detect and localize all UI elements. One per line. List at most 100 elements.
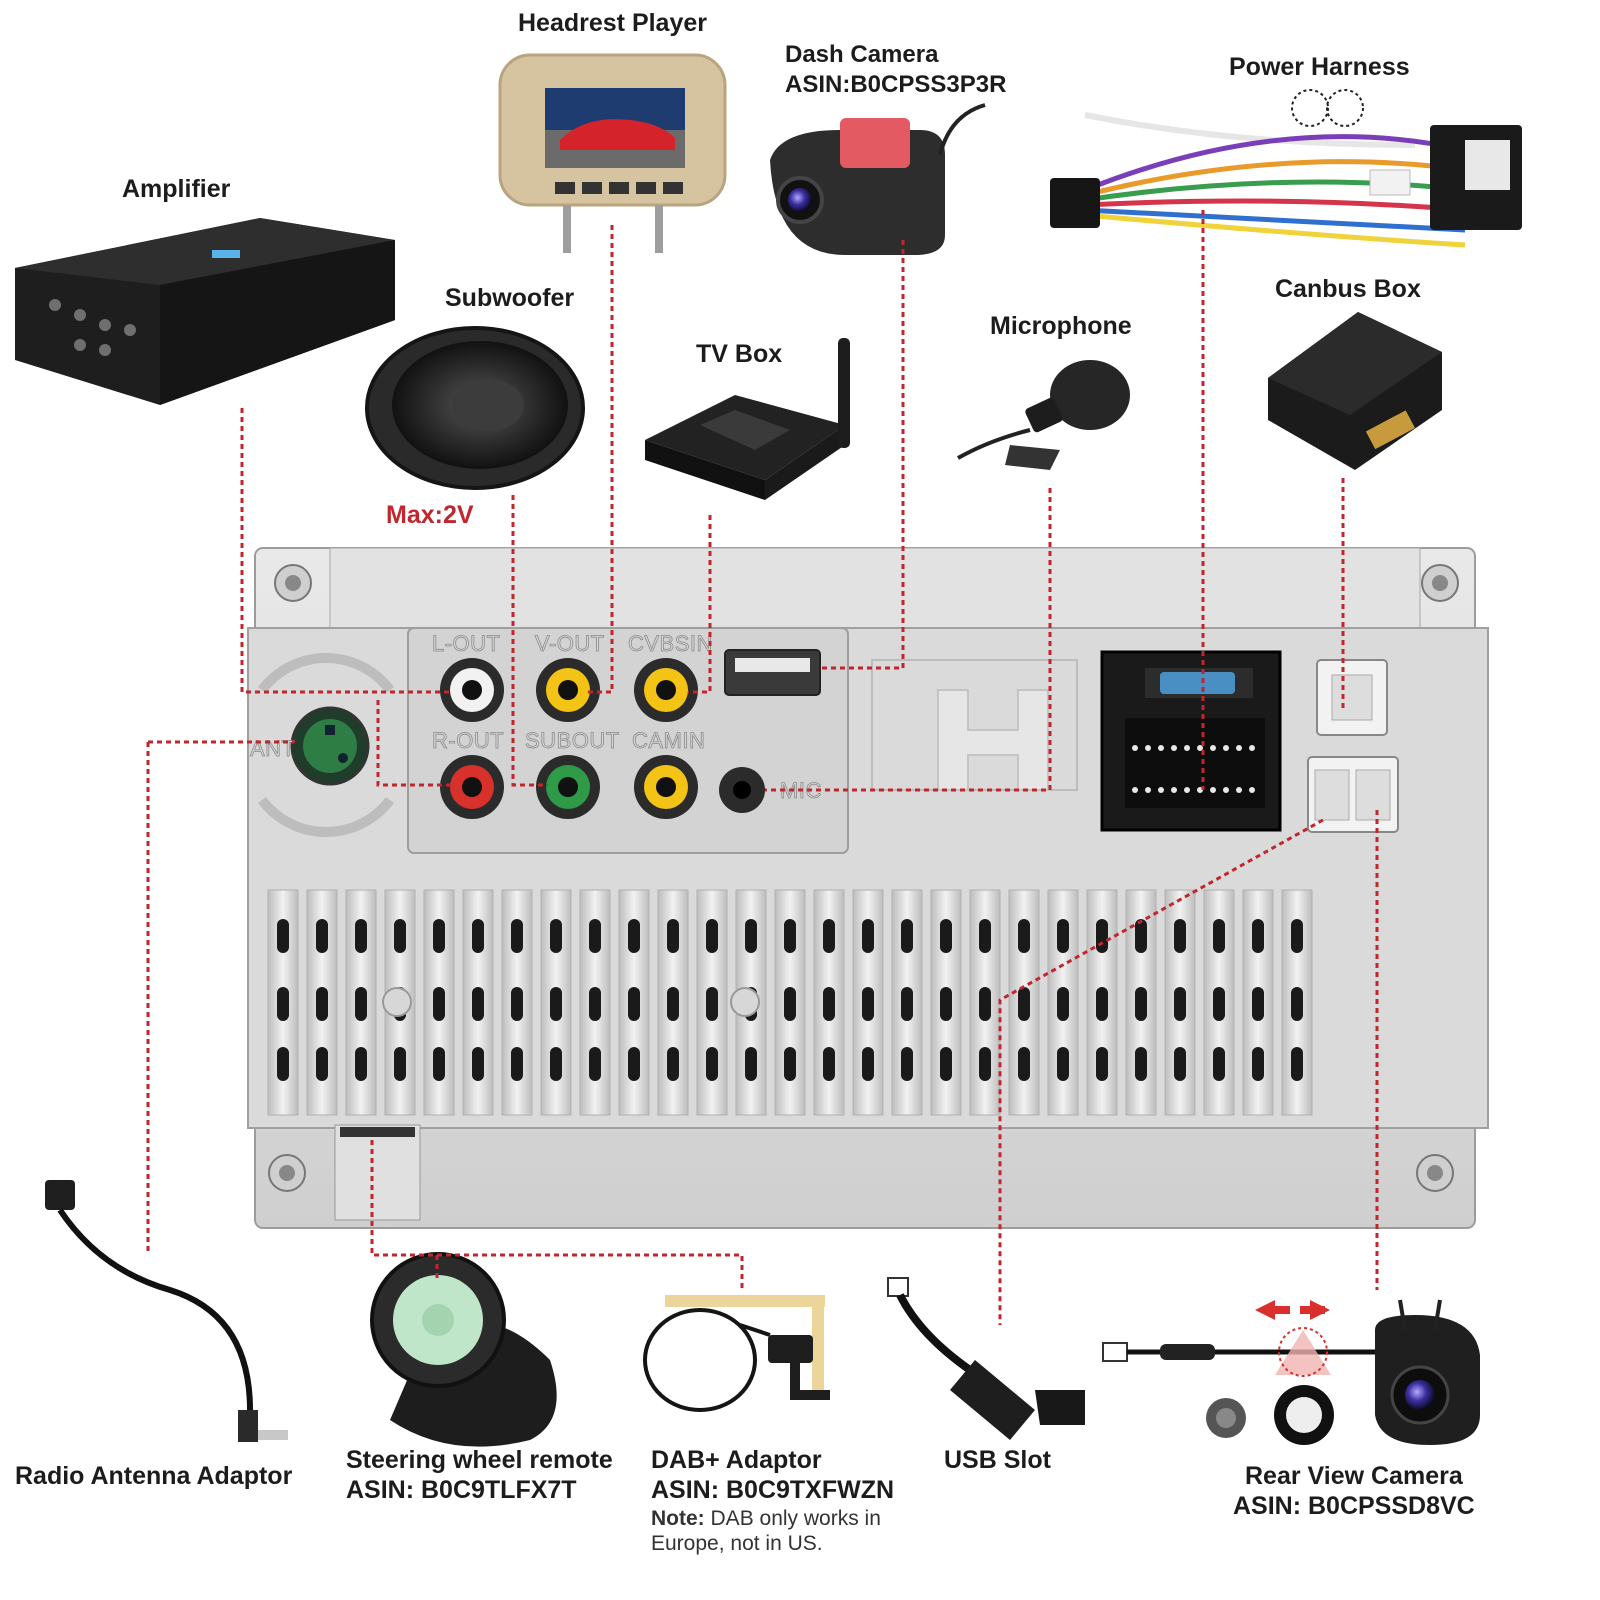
microphone-image (957, 360, 1130, 470)
vent-slot (1291, 919, 1303, 953)
label-radio-antenna-adaptor: Radio Antenna Adaptor (15, 1462, 293, 1490)
vent-slot (316, 919, 328, 953)
screw-top-left (274, 564, 312, 602)
socket-pin (1171, 787, 1177, 793)
usb-port[interactable] (724, 649, 821, 696)
label-amplifier: Amplifier (122, 175, 231, 203)
label-tv-box: TV Box (696, 340, 783, 368)
vent-slot (862, 919, 874, 953)
vent-slot (589, 1047, 601, 1081)
vent-slot (1018, 1047, 1030, 1081)
vent-slot (706, 919, 718, 953)
vent-slot (1096, 919, 1108, 953)
vent-slot (355, 987, 367, 1021)
screw-bottom-left (268, 1154, 306, 1192)
socket-pin (1197, 745, 1203, 751)
vent-slot (1096, 987, 1108, 1021)
subwoofer-image (365, 326, 585, 490)
vent-slot (979, 919, 991, 953)
socket-pin (1184, 787, 1190, 793)
vent-slot (667, 987, 679, 1021)
vent-slot (511, 1047, 523, 1081)
socket-pin (1223, 745, 1229, 751)
vent-slot (1174, 1047, 1186, 1081)
vent-slot (316, 1047, 328, 1081)
socket-pin (1171, 745, 1177, 751)
dash-camera-image (770, 103, 986, 255)
mic-jack-port[interactable] (719, 767, 765, 813)
vent-slot (1135, 919, 1147, 953)
dash-camera-name: Dash Camera (785, 41, 939, 68)
vent-slot (628, 919, 640, 953)
connector-lines (146, 210, 1379, 1325)
label-steering-wheel-remote: Steering wheel remote ASIN: B0C9TLFX7T (346, 1445, 613, 1505)
socket-pin (1145, 787, 1151, 793)
socket-pin (1158, 745, 1164, 751)
socket-pin (1249, 745, 1255, 751)
vent-slot (394, 919, 406, 953)
vent-slot (628, 987, 640, 1021)
vent-slot (550, 1047, 562, 1081)
socket-pin (1223, 787, 1229, 793)
vent-slot (823, 1047, 835, 1081)
label-dab-adaptor: DAB+ Adaptor ASIN: B0C9TXFWZN (651, 1445, 894, 1505)
vent-slot (823, 919, 835, 953)
vent-slot (1252, 1047, 1264, 1081)
label-headrest-player: Headrest Player (518, 9, 708, 37)
port-label-l-out: L-OUT (432, 631, 501, 656)
power-harness-image (1050, 89, 1522, 248)
vent-slot (1252, 919, 1264, 953)
rca-l-out-port[interactable] (440, 658, 504, 722)
vent-slot (1252, 987, 1264, 1021)
vent-slot (433, 919, 445, 953)
port-label-subout: SUBOUT (525, 728, 620, 753)
main-harness-socket[interactable] (1100, 650, 1282, 832)
radio-antenna-adaptor-image (45, 1180, 288, 1442)
vent-slot (277, 1047, 289, 1081)
rca-r-out-port[interactable] (440, 755, 504, 819)
vent-slot (1057, 919, 1069, 953)
rca-camin-port[interactable] (634, 755, 698, 819)
dash-camera-asin: ASIN:B0CPSS3P3R (785, 71, 1007, 98)
label-microphone: Microphone (990, 312, 1132, 340)
vent-slot (628, 1047, 640, 1081)
rca-v-out-port[interactable] (536, 658, 600, 722)
steering-wheel-remote-name: Steering wheel remote (346, 1446, 613, 1474)
vent-slot (1135, 987, 1147, 1021)
vent-slot (940, 919, 952, 953)
vent-slot (355, 1047, 367, 1081)
port-label-v-out: V-OUT (535, 631, 605, 656)
rca-cvbsin-port[interactable] (634, 658, 698, 722)
vent-slot (472, 919, 484, 953)
vent-slot (979, 1047, 991, 1081)
rear-view-camera-image (1102, 1299, 1480, 1445)
rear-view-camera-asin: ASIN: B0CPSSD8VC (1233, 1492, 1475, 1520)
canbus-socket[interactable] (1316, 659, 1388, 736)
vent-slot (784, 919, 796, 953)
vent-slot (706, 987, 718, 1021)
vent-slot (940, 1047, 952, 1081)
socket-pin (1236, 745, 1242, 751)
vent-slot (667, 919, 679, 953)
vent-slot (277, 987, 289, 1021)
vent-slot (1057, 987, 1069, 1021)
rca-subout-port[interactable] (536, 755, 600, 819)
label-rear-view-camera: Rear View Camera ASIN: B0CPSSD8VC (1233, 1461, 1475, 1521)
vent-slot (1018, 919, 1030, 953)
vent-slot (1096, 1047, 1108, 1081)
vent-slot (862, 987, 874, 1021)
socket-pin (1236, 787, 1242, 793)
amplifier-image (15, 218, 395, 405)
vent-slot (1135, 1047, 1147, 1081)
vent-slot (706, 1047, 718, 1081)
vent-slot (511, 987, 523, 1021)
antenna-port[interactable] (290, 706, 370, 786)
vent-slot (784, 1047, 796, 1081)
label-dash-camera: Dash Camera ASIN:B0CPSS3P3R (785, 40, 1006, 100)
vent-slot (355, 919, 367, 953)
vent-slot (1213, 987, 1225, 1021)
screw-bottom-right (1416, 1154, 1454, 1192)
vent-slot (901, 919, 913, 953)
socket-pin (1145, 745, 1151, 751)
